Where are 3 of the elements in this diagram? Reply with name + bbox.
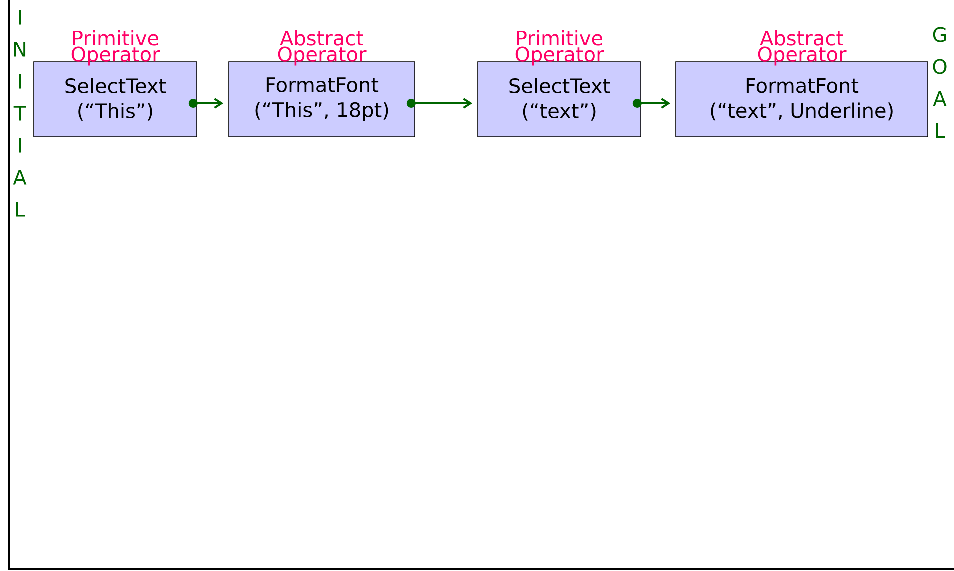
arrow: [188, 98, 224, 109]
arrow: [632, 98, 671, 109]
arrow: [406, 98, 473, 109]
